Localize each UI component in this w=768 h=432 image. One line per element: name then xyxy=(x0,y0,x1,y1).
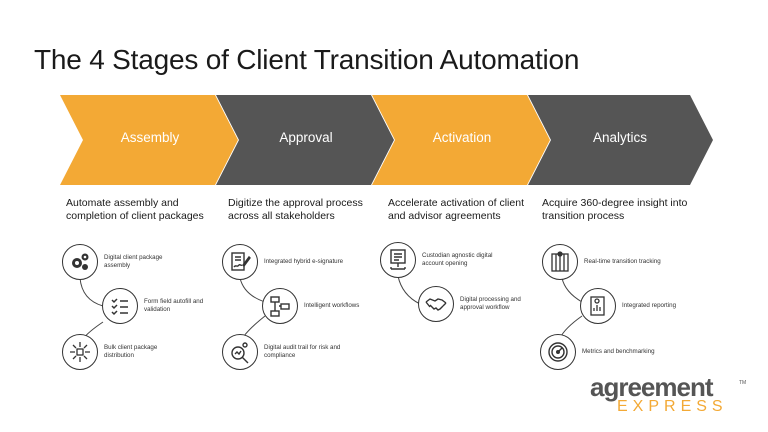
item-text: Digital audit trail for risk and complia… xyxy=(264,344,341,359)
item-text: Digital client package assembly xyxy=(104,254,163,269)
item-text: Digital processing and approval workflow xyxy=(460,296,521,311)
item-text: Form field autofill and validation xyxy=(144,298,204,313)
logo-express: EXPRESS xyxy=(617,398,728,415)
item-integrated-reporting: Integrated reporting xyxy=(580,288,702,324)
page-title: The 4 Stages of Client Transition Automa… xyxy=(34,44,580,75)
stage-label-assembly: Assembly xyxy=(120,130,180,145)
item-hybrid-esignature: Integrated hybrid e-signature xyxy=(222,244,344,280)
stage-label-activation: Activation xyxy=(432,130,492,145)
document-network-icon xyxy=(380,242,416,278)
item-realtime-tracking: Real-time transition tracking xyxy=(542,244,664,280)
item-text: Metrics and benchmarking xyxy=(582,348,655,355)
item-text: Bulk client package distribution xyxy=(104,344,158,359)
chevron-approval xyxy=(216,95,394,185)
chevron-activation xyxy=(372,95,550,185)
item-text: Integrated reporting xyxy=(622,302,677,309)
logo-trademark: TM xyxy=(739,380,747,386)
gauge-icon xyxy=(540,334,576,370)
stage-label-analytics: Analytics xyxy=(592,130,648,145)
stage-description-approval: Digitize the approval process across all… xyxy=(228,197,363,222)
item-custodian-agnostic: Custodian agnostic digital account openi… xyxy=(380,242,502,278)
chevron-analytics xyxy=(528,95,713,185)
stage-description-analytics: Acquire 360-degree insight into transiti… xyxy=(542,197,688,222)
report-icon xyxy=(580,288,616,324)
item-text: Real-time transition tracking xyxy=(584,258,661,265)
item-text: Integrated hybrid e-signature xyxy=(264,258,344,265)
stage-description-activation: Accelerate activation of client and advi… xyxy=(388,197,524,222)
item-text: Intelligent workflows xyxy=(304,302,360,309)
item-form-field-autofill: Form field autofill and validation xyxy=(102,288,224,324)
stage-label-approval: Approval xyxy=(279,130,333,145)
item-digital-client-package: Digital client package assembly xyxy=(62,244,184,280)
tracking-icon xyxy=(542,244,578,280)
checklist-icon xyxy=(102,288,138,324)
item-metrics-benchmarking: Metrics and benchmarking xyxy=(540,334,662,370)
signature-icon xyxy=(222,244,258,280)
chevron-assembly xyxy=(60,95,238,185)
item-bulk-distribution: Bulk client package distribution xyxy=(62,334,184,370)
item-text: Custodian agnostic digital account openi… xyxy=(422,252,493,267)
distribution-icon xyxy=(62,334,98,370)
stage-description-assembly: Automate assembly and completion of clie… xyxy=(66,197,204,222)
audit-icon xyxy=(222,334,258,370)
workflow-icon xyxy=(262,288,298,324)
logo-agreement: agreement xyxy=(590,372,713,402)
gears-icon xyxy=(62,244,98,280)
item-intelligent-workflows: Intelligent workflows xyxy=(262,288,384,324)
item-digital-audit-trail: Digital audit trail for risk and complia… xyxy=(222,334,344,370)
item-digital-processing: Digital processing and approval workflow xyxy=(418,286,540,322)
handshake-icon xyxy=(418,286,454,322)
